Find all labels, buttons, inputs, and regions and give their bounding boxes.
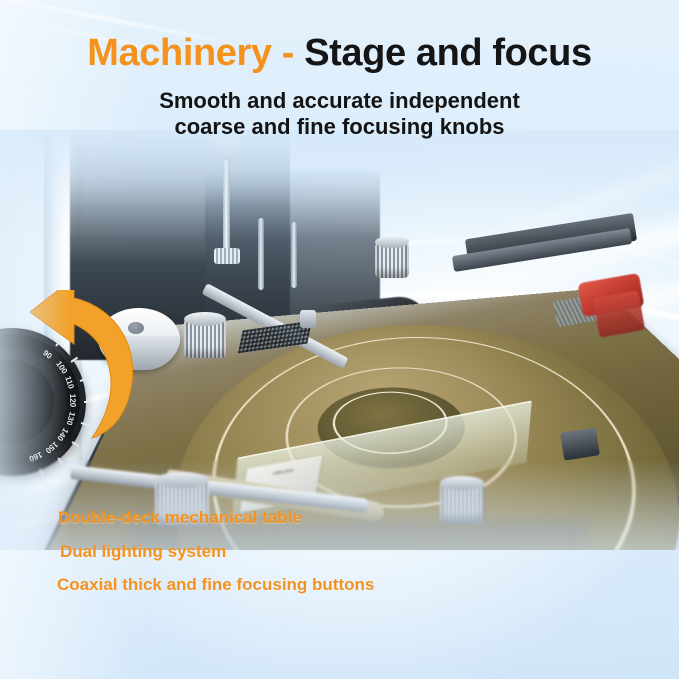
- microscope-stage-photo: SPECIMEN 90100110120130140150160: [0, 130, 679, 550]
- red-indicator-part-side: [593, 290, 645, 337]
- feature-item-coaxial-focusing: Coaxial thick and fine focusing buttons: [57, 575, 374, 595]
- page-title: Machinery - Stage and focus: [0, 32, 679, 75]
- condenser-post-nut: [214, 248, 240, 264]
- page-subtitle-line2: coarse and fine focusing knobs: [0, 114, 679, 140]
- photo-bottom-fade: [0, 460, 679, 550]
- stage-adjust-knob-top: [184, 312, 226, 326]
- page-subtitle: Smooth and accurate independent coarse a…: [0, 88, 679, 139]
- page-subtitle-line1: Smooth and accurate independent: [0, 88, 679, 114]
- stage-pin: [300, 310, 316, 328]
- feature-item-dual-lighting: Dual lighting system: [60, 542, 226, 562]
- photo-top-fade: [0, 130, 679, 240]
- feature-item-double-deck-table: Double-deck mechanical table: [58, 508, 302, 528]
- page-title-highlight: Machinery -: [87, 32, 304, 74]
- page-title-rest: Stage and focus: [304, 32, 592, 74]
- stage-foot: [560, 427, 600, 460]
